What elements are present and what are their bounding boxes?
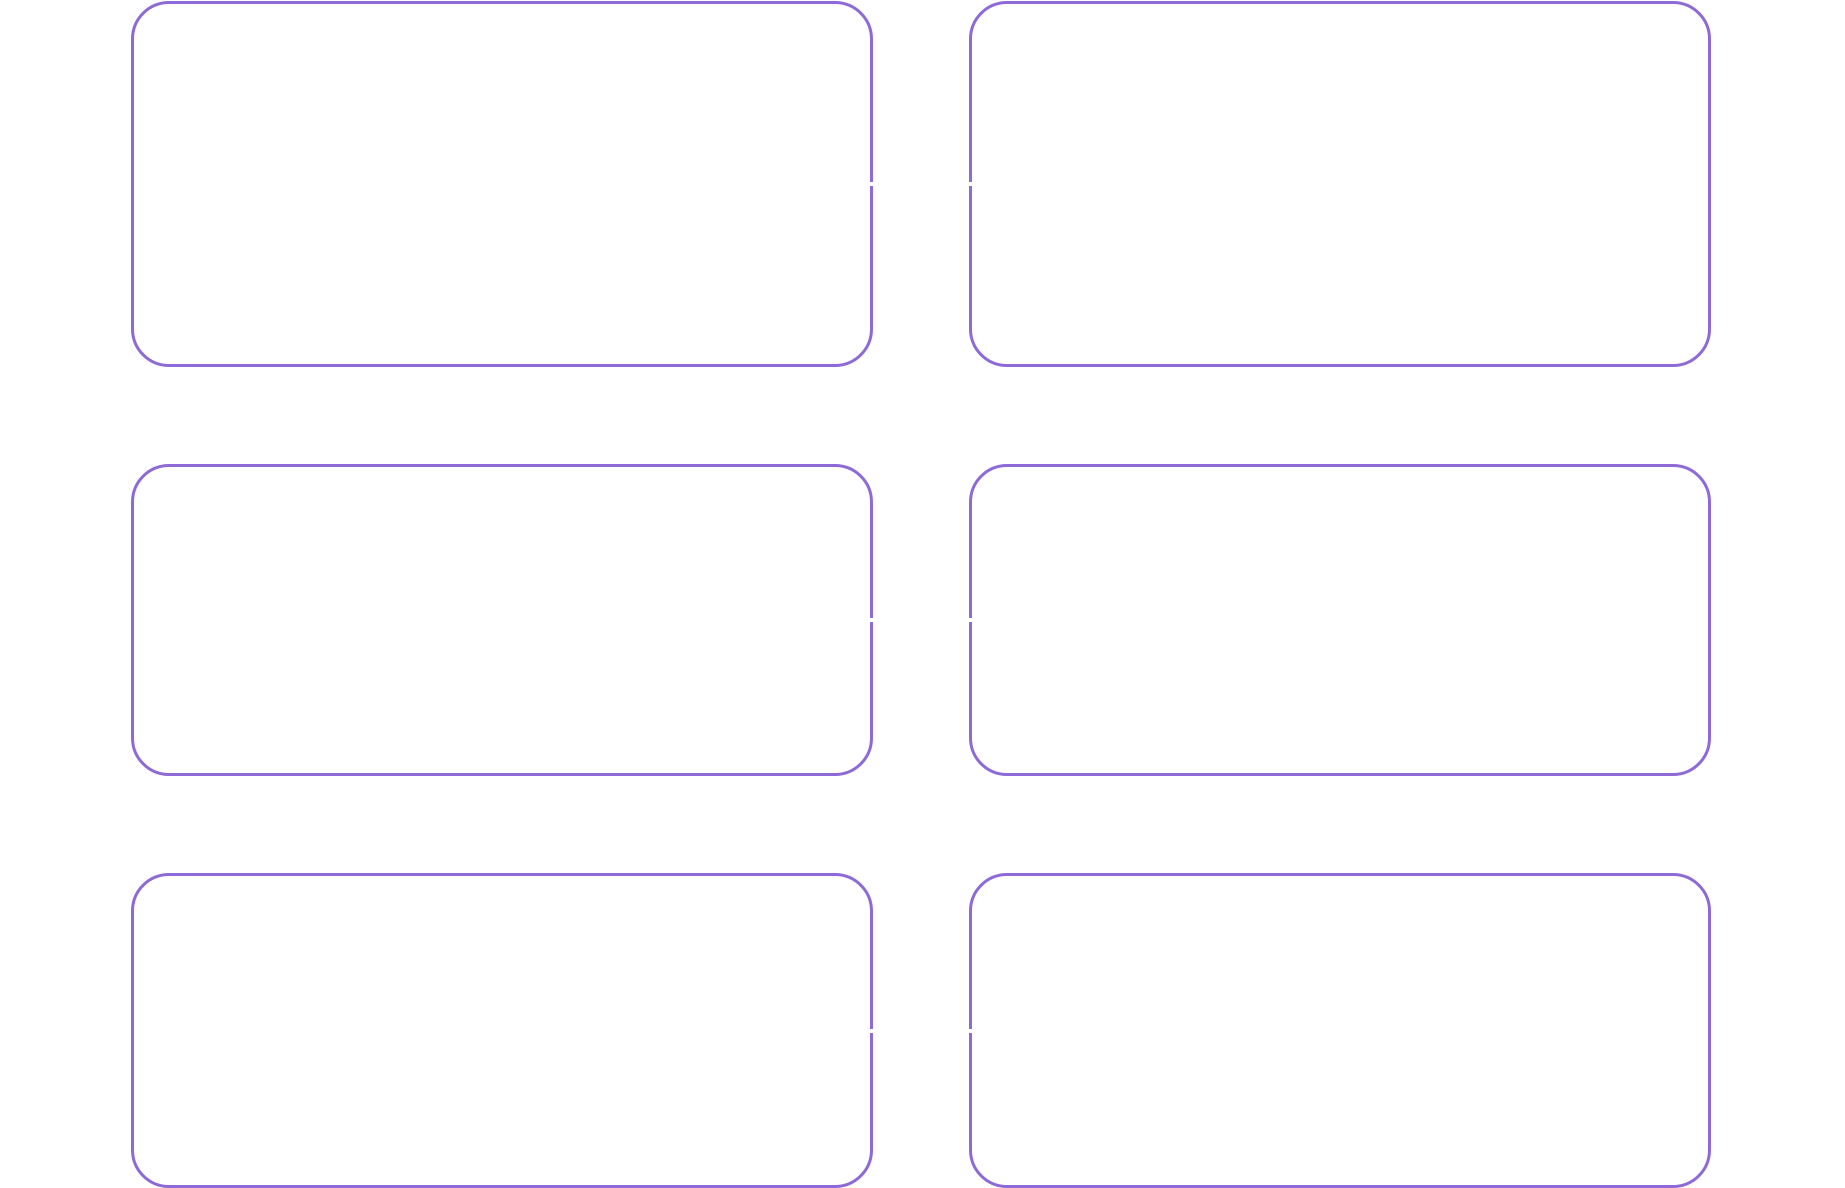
connector-notch [870,618,874,622]
diagram-box-row1-right [968,1,1711,367]
connector-notch [968,618,972,622]
diagram-box-row1-left [131,1,874,367]
diagram-box-row2-left [131,464,874,776]
connector-notch [968,1028,972,1033]
connector-notch [870,1028,874,1033]
diagram-box-row3-right [968,873,1711,1188]
diagram-box-row2-right [968,464,1711,776]
connector-notch [870,182,874,186]
connector-notch [968,182,972,186]
diagram-box-row3-left [131,873,874,1188]
